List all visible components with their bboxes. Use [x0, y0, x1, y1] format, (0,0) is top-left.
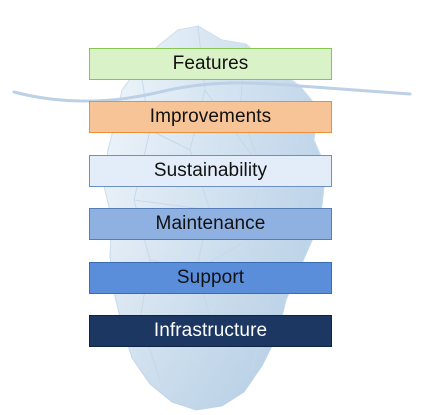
- layer-sustainability: Sustainability: [89, 155, 332, 187]
- layer-sustainability-label: Sustainability: [153, 160, 268, 181]
- layer-improvements: Improvements: [89, 101, 332, 133]
- layer-improvements-label: Improvements: [149, 106, 272, 127]
- waterline: [12, 81, 412, 103]
- layer-infrastructure: Infrastructure: [89, 315, 332, 347]
- layer-support-label: Support: [176, 267, 245, 288]
- layer-maintenance-label: Maintenance: [155, 213, 266, 234]
- layer-infrastructure-label: Infrastructure: [153, 320, 268, 341]
- layer-features-label: Features: [172, 53, 249, 74]
- layer-maintenance: Maintenance: [89, 208, 332, 240]
- layer-features: Features: [89, 48, 332, 80]
- layer-support: Support: [89, 262, 332, 294]
